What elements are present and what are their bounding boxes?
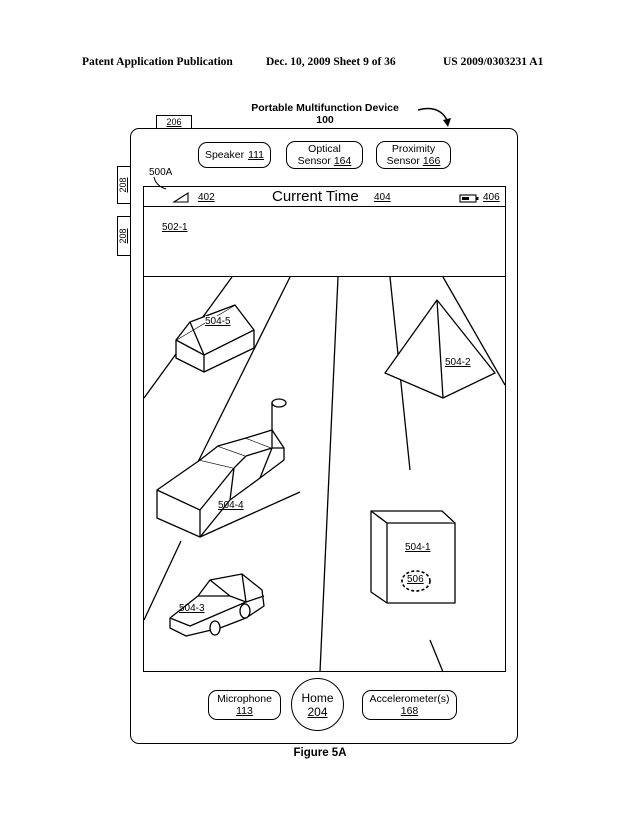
home-label: Home bbox=[301, 690, 334, 705]
proximity-sensor-line2: Sensor bbox=[386, 155, 420, 167]
time-ref: 404 bbox=[374, 192, 391, 203]
box-ref: 504-1 bbox=[405, 542, 431, 553]
microphone-label: Microphone bbox=[217, 693, 272, 705]
optical-sensor-line1: Optical bbox=[308, 143, 341, 155]
date-sheet-label: Dec. 10, 2009 Sheet 9 of 36 bbox=[266, 56, 396, 68]
top-button-ref: 206 bbox=[166, 117, 182, 127]
device-title: Portable Multifunction Device 100 bbox=[240, 102, 410, 126]
optical-sensor-line2: Sensor bbox=[297, 155, 331, 167]
battery-ref: 406 bbox=[483, 192, 500, 203]
accelerometer-label: Accelerometer(s) bbox=[369, 693, 450, 705]
accelerometer-box: Accelerometer(s) 168 bbox=[362, 690, 457, 720]
optical-sensor-ref: 164 bbox=[333, 155, 352, 167]
box-object bbox=[370, 510, 456, 604]
microphone-box: Microphone 113 bbox=[208, 690, 281, 720]
car-ref: 504-3 bbox=[179, 603, 205, 614]
publication-label: Patent Application Publication bbox=[82, 56, 233, 68]
accelerometer-ref: 168 bbox=[400, 705, 419, 717]
microphone-ref: 113 bbox=[236, 705, 253, 717]
speaker-label-box: Speaker 111 bbox=[198, 142, 271, 168]
road-line-center bbox=[319, 276, 339, 673]
publication-number: US 2009/0303231 A1 bbox=[443, 56, 544, 68]
house-ref: 504-5 bbox=[205, 316, 231, 327]
home-button[interactable]: Home 204 bbox=[291, 678, 344, 731]
info-area-divider bbox=[143, 276, 506, 277]
device-body bbox=[130, 128, 518, 744]
battery-icon bbox=[459, 194, 479, 203]
road-edge-right bbox=[442, 276, 506, 386]
building-object bbox=[156, 402, 285, 538]
home-ref: 204 bbox=[307, 704, 328, 719]
signal-ref: 402 bbox=[198, 192, 215, 203]
road-line-center-left bbox=[143, 276, 291, 621]
dashed-circle-marker bbox=[401, 570, 431, 592]
car-object bbox=[169, 573, 265, 637]
proximity-sensor-box: Proximity Sensor 166 bbox=[376, 141, 451, 169]
signal-strength-icon bbox=[172, 191, 189, 203]
building-ref: 504-4 bbox=[218, 500, 244, 511]
pointer-arrow bbox=[417, 107, 451, 127]
status-bar-divider bbox=[143, 206, 506, 207]
pyramid-ref: 504-2 bbox=[445, 357, 471, 368]
speaker-ref: 111 bbox=[248, 149, 265, 161]
building-ground-line bbox=[199, 491, 301, 538]
ui-ref-leader bbox=[153, 176, 167, 190]
device-ref: 100 bbox=[316, 114, 334, 126]
proximity-sensor-line1: Proximity bbox=[391, 143, 436, 155]
pyramid-object bbox=[384, 299, 496, 399]
current-time-title: Current Time bbox=[272, 188, 359, 205]
figure-caption: Figure 5A bbox=[293, 747, 347, 759]
circle-marker-ref: 506 bbox=[407, 574, 424, 585]
antenna-top bbox=[271, 398, 287, 408]
proximity-sensor-ref: 166 bbox=[422, 155, 441, 167]
optical-sensor-box: Optical Sensor 164 bbox=[286, 141, 363, 169]
car-wheel-rear bbox=[239, 603, 251, 619]
info-area-ref: 502-1 bbox=[162, 222, 188, 233]
device-title-text: Portable Multifunction Device bbox=[251, 102, 399, 114]
touch-screen[interactable] bbox=[143, 186, 506, 672]
speaker-label: Speaker bbox=[204, 149, 245, 161]
ui-ref-label: 500A bbox=[149, 167, 173, 178]
car-wheel-front bbox=[209, 620, 221, 636]
